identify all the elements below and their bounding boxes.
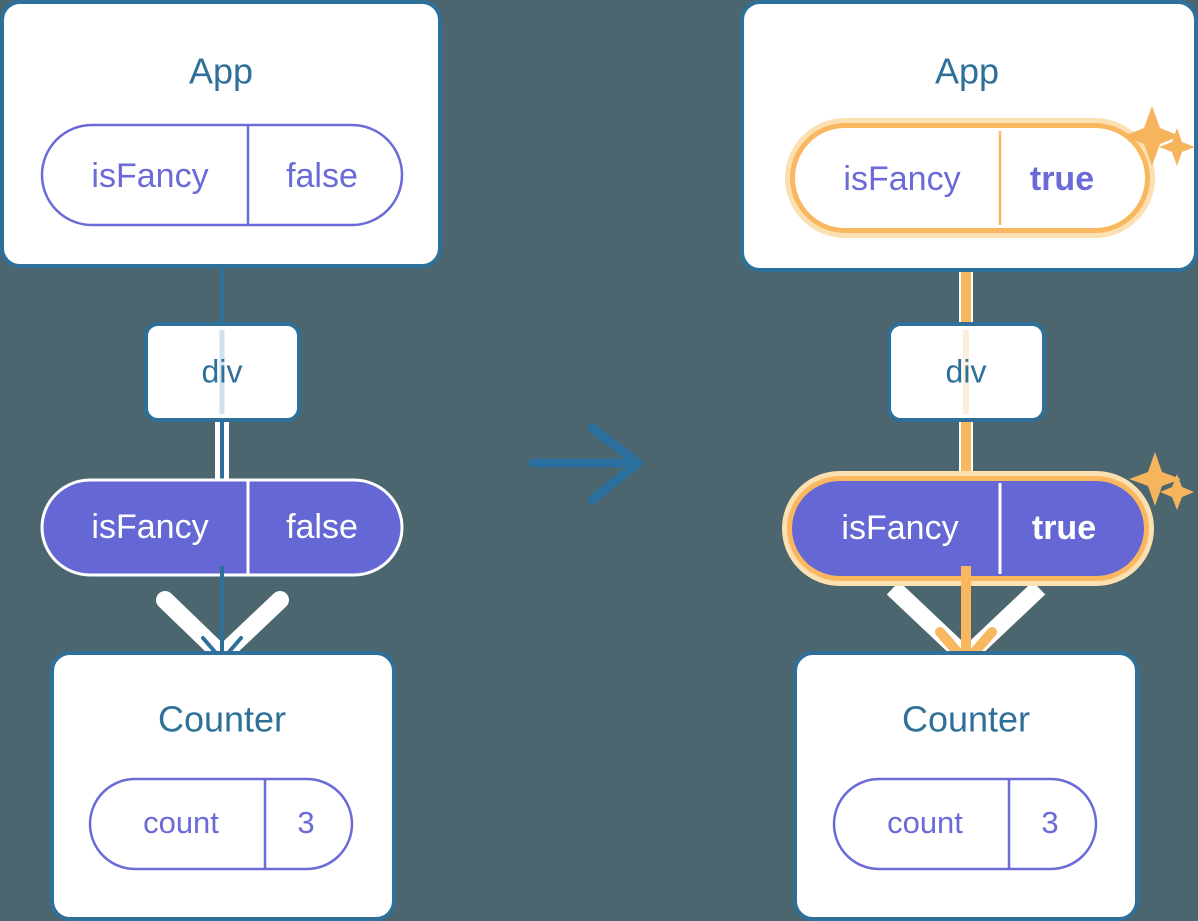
counter-title-right: Counter (902, 699, 1030, 740)
div-label-left: div (202, 353, 243, 389)
sparkle-icon-props-small-right (1160, 474, 1194, 510)
app-state-key-left: isFancy (91, 157, 208, 195)
counter-state-value-left: 3 (297, 805, 314, 840)
sparkle-icon-app-small-right (1159, 128, 1195, 166)
props-key-right: isFancy (841, 509, 958, 547)
counter-state-pill-left (88, 777, 354, 871)
counter-state-value-right: 3 (1041, 805, 1058, 840)
app-state-key-right: isFancy (843, 160, 960, 198)
props-key-left: isFancy (91, 508, 208, 546)
app-state-value-right: true (1030, 160, 1094, 198)
props-value-left: false (286, 508, 358, 546)
div-label-right: div (946, 353, 987, 389)
counter-state-pill-right (832, 777, 1098, 871)
counter-state-key-right: count (887, 805, 963, 840)
props-value-right: true (1032, 509, 1096, 547)
props-pill-right (792, 481, 1144, 576)
sparkle-icon-app-large-right (1124, 106, 1180, 166)
app-state-value-left: false (286, 157, 358, 195)
arrow-right-icon (528, 423, 643, 505)
panel-after: App isFancy true div (740, 0, 1198, 921)
panel-before: App isFancy false div isFancy false Coun… (0, 0, 442, 921)
app-state-pill-right (795, 128, 1145, 228)
counter-title-left: Counter (158, 699, 286, 740)
app-state-pill-left (40, 123, 404, 227)
counter-state-key-left: count (143, 805, 219, 840)
sparkle-icon-props-large-right (1129, 452, 1181, 506)
app-title-right: App (935, 51, 999, 92)
app-title-left: App (189, 51, 253, 92)
